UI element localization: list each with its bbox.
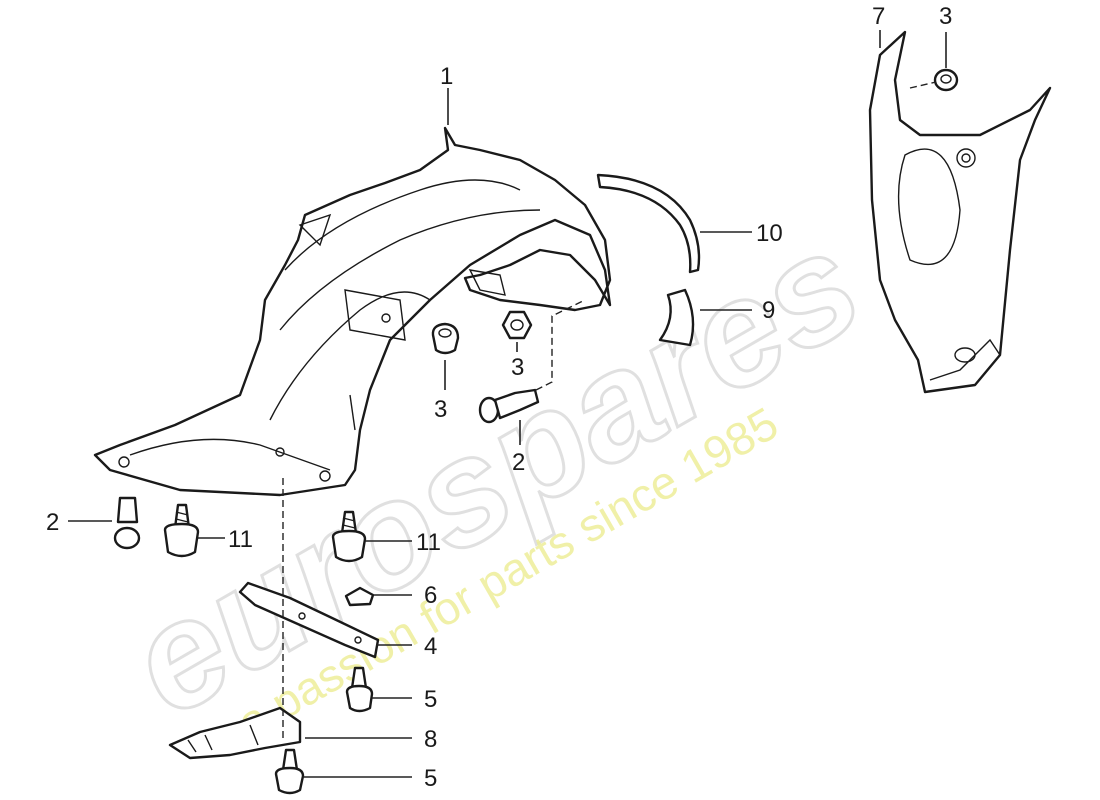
callout-9: 9 [762,297,775,324]
screw-left [163,503,200,558]
expanding-rivet [478,388,540,424]
callout-3-right: 3 [939,3,952,30]
screw-right [331,510,367,563]
callout-5-upper: 5 [424,686,437,713]
callout-8: 8 [424,726,437,753]
arch-seal-strip-upper [596,173,701,274]
bracket-strip [238,581,380,659]
clip-nut-mid [501,310,533,340]
callout-4: 4 [424,633,437,660]
callout-2-rivet: 2 [512,449,525,476]
wheel-housing-liner [93,126,612,497]
leader-lines [68,30,947,778]
clip-nut-right [933,68,959,92]
expanding-rivet-left [113,496,141,550]
callout-11-right: 11 [416,529,441,556]
callout-2-left: 2 [46,509,59,536]
callout-7: 7 [872,3,885,30]
callout-1: 1 [440,63,453,90]
side-cover-panel [868,30,1052,394]
callout-3-left: 3 [434,396,447,423]
speed-nut [344,586,375,607]
callout-6: 6 [424,582,437,609]
screw-lower [274,748,305,795]
support-bracket [168,706,302,760]
callout-10: 10 [756,220,783,247]
callout-11-left: 11 [228,526,253,553]
callouts: 1 3 3 2 10 9 7 3 2 11 11 6 4 5 8 5 [46,3,952,792]
clip-nut-left [431,322,460,355]
callout-5-lower: 5 [424,765,437,792]
callout-3-mid: 3 [511,354,524,381]
screw-upper [345,666,374,713]
arch-seal-strip-lower [658,288,695,347]
